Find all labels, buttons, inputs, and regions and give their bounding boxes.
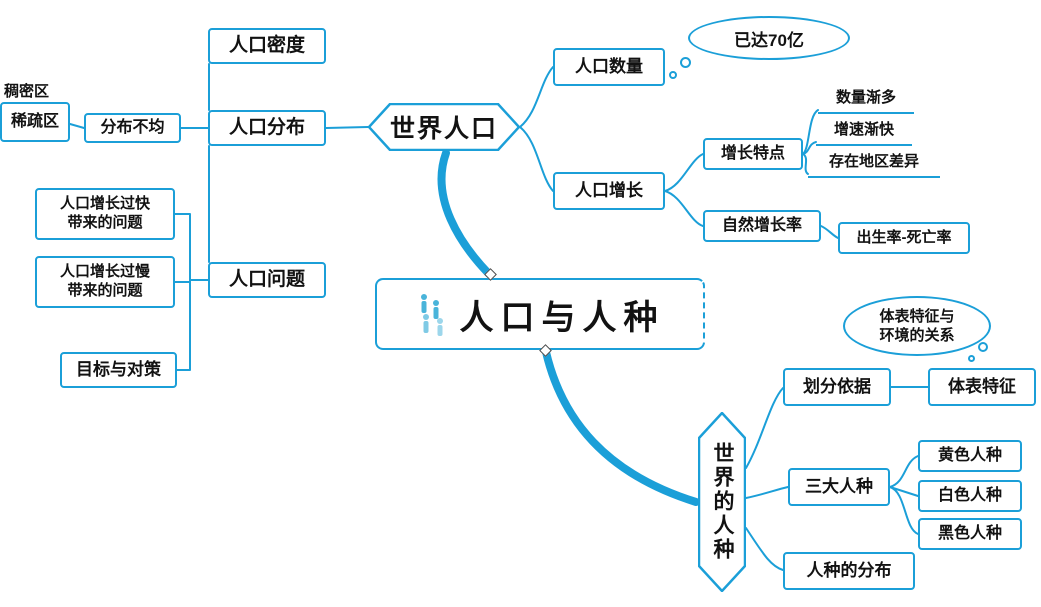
node-population-distribution: 人口分布 (208, 110, 326, 146)
node-classification-basis: 划分依据 (783, 368, 891, 406)
node-population-density: 人口密度 (208, 28, 326, 64)
node-race-white: 白色人种 (918, 480, 1022, 512)
connector-hex-growth (519, 126, 554, 192)
connector-growth-rate (664, 190, 704, 227)
connector-three-yellow (889, 455, 919, 488)
node-fast-growth-problem: 人口增长过快 带来的问题 (35, 188, 175, 240)
swoosh-central-races (542, 348, 700, 506)
node-physical-features: 体表特征 (928, 368, 1036, 406)
vertical-hexagon-shape (698, 412, 746, 592)
thought-bubble-7billion: 已达70亿 (688, 16, 850, 60)
node-slow-growth-problem: 人口增长过慢 带来的问题 (35, 256, 175, 308)
world-population-label: 世界人口 (389, 115, 498, 143)
node-population-problems: 人口问题 (208, 262, 326, 298)
connector-distribution-hexagon (325, 126, 369, 129)
connector-races-basis (745, 387, 784, 469)
node-world-population: 世界人口 (368, 103, 520, 151)
world-races-label: 世界的人种 (711, 442, 734, 562)
node-central-title: 人口与人种 (375, 278, 705, 350)
node-population-growth: 人口增长 (553, 172, 665, 210)
node-growth-traits: 增长特点 (703, 138, 803, 170)
node-uneven-distribution: 分布不均 (84, 113, 181, 143)
thought-tail-dot (968, 355, 975, 362)
connector-traits-3 (802, 153, 809, 175)
node-world-races: 世界的人种 (698, 412, 746, 592)
thought-tail-dot (680, 57, 691, 68)
connector-races-distribution (745, 527, 784, 571)
node-rate-formula: 出生率-死亡率 (838, 222, 970, 254)
node-natural-growth-rate: 自然增长率 (703, 210, 821, 242)
thought-bubble-features-environment: 体表特征与 环境的关系 (843, 296, 991, 356)
connector-growth-traits (664, 153, 704, 192)
connector-races-three (745, 486, 789, 499)
connector-three-black (889, 486, 919, 535)
node-three-races: 三大人种 (788, 468, 890, 506)
thought-tail-dot (978, 342, 988, 352)
node-race-yellow: 黄色人种 (918, 440, 1022, 472)
connector-rate-formula (820, 225, 839, 239)
hexagon-shape (368, 103, 520, 151)
connector-sparse-uneven (69, 123, 85, 129)
label-trait-speed: 增速渐快 (816, 118, 912, 146)
node-race-distribution: 人种的分布 (783, 552, 915, 590)
label-trait-quantity: 数量渐多 (818, 86, 914, 114)
connector-problems-bracket (174, 213, 210, 371)
connector-traits-2 (802, 141, 817, 155)
node-sparse-area: 稀疏区 (0, 102, 70, 142)
node-population-quantity: 人口数量 (553, 48, 665, 86)
connector-traits-1 (802, 109, 819, 155)
node-goals-countermeasures: 目标与对策 (60, 352, 177, 388)
central-title-label: 人口与人种 (459, 297, 665, 338)
label-trait-regional: 存在地区差异 (808, 150, 940, 178)
thought-tail-dot (669, 71, 677, 79)
label-dense-area: 稠密区 (4, 83, 50, 100)
people-icon (420, 294, 443, 336)
swoosh-central-worldpop (437, 149, 493, 278)
connector-hex-quantity (519, 66, 554, 128)
node-race-black: 黑色人种 (918, 518, 1022, 550)
